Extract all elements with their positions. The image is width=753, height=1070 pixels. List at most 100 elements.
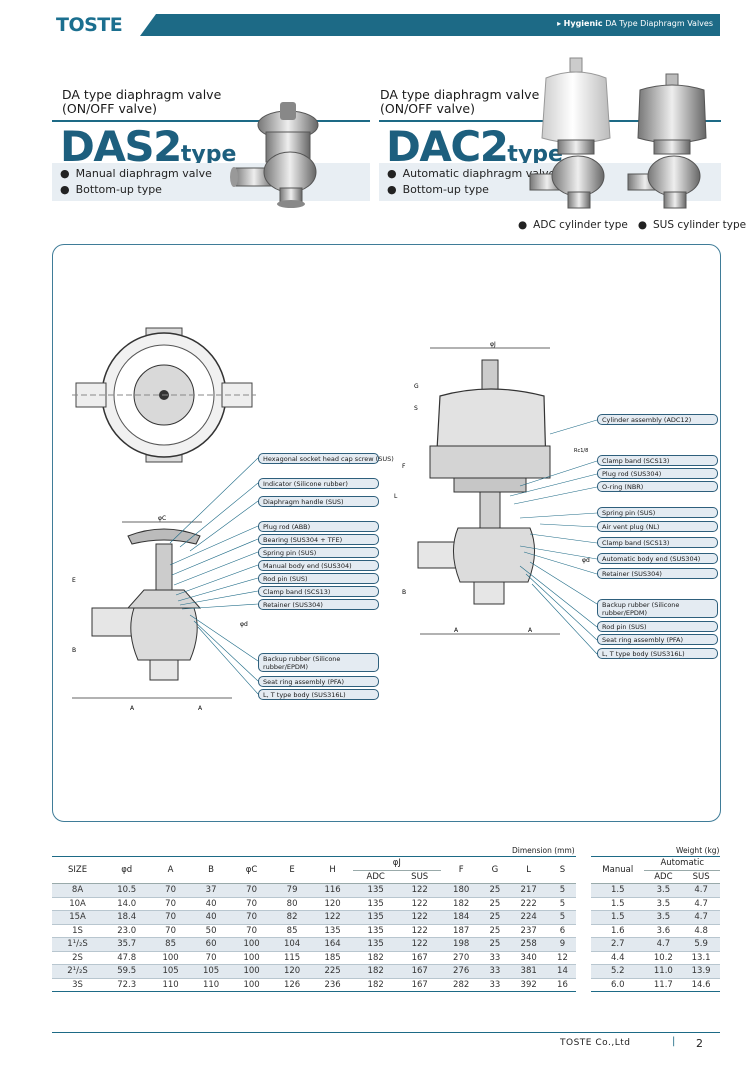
table-cell: 12	[548, 951, 576, 965]
table-cell: 35.7	[103, 937, 151, 952]
category-bar	[140, 14, 720, 36]
table-cell: 187	[440, 924, 482, 938]
th-wt-adc: ADC	[644, 870, 683, 884]
left-subtitle-line2: (ON/OFF valve)	[62, 101, 157, 116]
table-cell: 182	[352, 951, 399, 965]
category-title: ▸ Hygienic DA Type Diaphragm Valves	[557, 19, 713, 28]
table-cell: 276	[440, 964, 482, 979]
table-cell: 47.8	[103, 951, 151, 965]
dimension-unit-label: Dimension (mm)	[512, 846, 575, 855]
table-cell: 10.5	[103, 883, 151, 898]
table-cell: 126	[271, 978, 313, 992]
table-cell: 3.5	[644, 897, 683, 911]
callout-hex-screw: Hexagonal socket head cap screw (SUS)	[258, 453, 394, 464]
th-sus: SUS	[398, 870, 441, 884]
automatic-valve-drawing: φJ A A G S F L B φd Rc1/8	[394, 341, 590, 635]
callout-retainer: Retainer (SUS304)	[258, 599, 379, 610]
callout-diaphragm-handle: Diaphragm handle (SUS)	[258, 496, 379, 507]
th-adc: ADC	[352, 870, 399, 884]
table-cell: 381	[508, 964, 549, 979]
table-cell: 10.2	[644, 951, 683, 965]
th-b: B	[190, 856, 232, 884]
callout-bearing: Bearing (SUS304 + TFE)	[258, 534, 379, 545]
table-cell: 25	[481, 910, 509, 925]
table-cell: 1.5	[591, 883, 645, 898]
right-feature-item: Automatic diaphragm valve	[379, 163, 721, 182]
table-cell: 100	[150, 951, 191, 965]
table-cell: 33	[481, 964, 509, 979]
callout-plug-rod-auto: Plug rod (SUS304)	[597, 468, 718, 479]
table-cell: 4.7	[644, 937, 683, 952]
table-cell: 110	[150, 978, 191, 992]
table-cell: 164	[312, 937, 353, 952]
th-automatic: Automatic	[644, 856, 720, 871]
table-cell: 122	[312, 910, 353, 925]
table-cell: 2S	[52, 951, 104, 965]
table-cell: 5	[548, 897, 576, 911]
dim-e: E	[72, 577, 76, 584]
table-cell: 40	[190, 910, 232, 925]
table-cell: 135	[352, 883, 399, 898]
footer-company: TOSTE Co.,Ltd	[560, 1038, 631, 1048]
table-cell: 4.7	[682, 910, 720, 925]
right-leader-lines	[509, 419, 598, 655]
brand-logo: TOSTE	[56, 14, 123, 36]
table-cell: 13.9	[682, 964, 720, 979]
table-cell: 11.0	[644, 964, 683, 979]
th-s: S	[548, 856, 576, 884]
right-subtitle: DA type diaphragm valve (ON/OFF valve)	[380, 88, 539, 116]
table-cell: 120	[312, 897, 353, 911]
table-cell: 33	[481, 978, 509, 992]
table-cell: 4.7	[682, 883, 720, 898]
table-cell: 25	[481, 924, 509, 938]
table-cell: 167	[398, 951, 441, 965]
table-cell: 2.7	[591, 937, 645, 952]
table-cell: 15A	[52, 910, 104, 925]
table-cell: 122	[398, 937, 441, 952]
left-subtitle-line1: DA type diaphragm valve	[62, 87, 222, 102]
table-cell: 2¹/₂S	[52, 964, 104, 979]
table-cell: 9	[548, 937, 576, 952]
table-cell: 110	[190, 978, 232, 992]
th-h: H	[312, 856, 353, 884]
table-cell: 8A	[52, 883, 104, 898]
table-cell: 14	[548, 964, 576, 979]
table-cell: 392	[508, 978, 549, 992]
footer-separator: |	[672, 1036, 676, 1047]
table-cell: 50	[190, 924, 232, 938]
adc-valve-photo	[529, 57, 611, 209]
table-cell: 3S	[52, 978, 104, 992]
cylinder-type-sus: SUS cylinder type	[638, 219, 746, 231]
table-cell: 5.2	[591, 964, 645, 979]
table-cell: 1.6	[591, 924, 645, 938]
callout-rod-pin-auto: Rod pin (SUS)	[597, 621, 718, 632]
callout-air-vent-plug: Air vent plug (NL)	[597, 521, 718, 532]
table-cell: 225	[312, 964, 353, 979]
th-e: E	[271, 856, 313, 884]
table-cell: 105	[150, 964, 191, 979]
callout-retainer-auto: Retainer (SUS304)	[597, 568, 718, 579]
table-cell: 33	[481, 951, 509, 965]
dim-l: L	[394, 493, 398, 500]
table-cell: 1¹/₂S	[52, 937, 104, 952]
weight-unit-label: Weight (kg)	[676, 846, 720, 855]
cylinder-type-adc: ADC cylinder type	[518, 219, 628, 231]
dim-a-right-auto: A	[528, 627, 533, 634]
page-number: 2	[696, 1037, 703, 1050]
callout-rod-pin: Rod pin (SUS)	[258, 573, 379, 584]
table-cell: 185	[312, 951, 353, 965]
table-cell: 135	[352, 897, 399, 911]
table-cell: 79	[271, 883, 313, 898]
cylinder-types: ADC cylinder type SUS cylinder type	[518, 219, 746, 231]
table-cell: 120	[271, 964, 313, 979]
table-cell: 18.4	[103, 910, 151, 925]
